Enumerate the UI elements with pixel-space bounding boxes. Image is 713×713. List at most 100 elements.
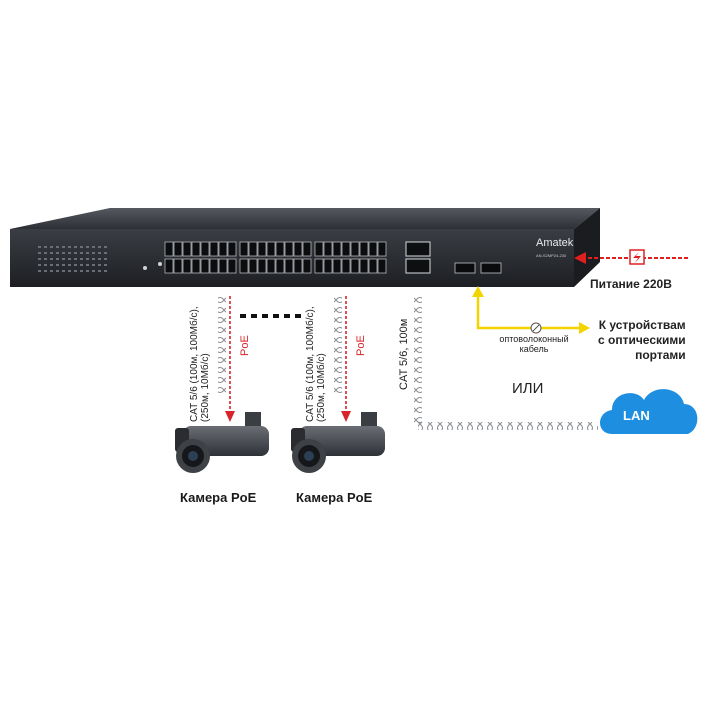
led-indicator	[56, 264, 59, 266]
power-label: Питание 220В	[590, 277, 672, 291]
rj45-port	[218, 241, 228, 257]
rj45-port	[377, 241, 387, 257]
led-indicator	[38, 270, 41, 272]
led-indicator	[86, 252, 89, 254]
poe-switch: Amatek AN-S2MP24-230	[10, 208, 600, 287]
rj45-port	[173, 258, 183, 274]
fiber-link	[472, 286, 590, 334]
led-indicator	[80, 270, 83, 272]
uplink-port-1	[405, 241, 431, 257]
cam2-cable-spec-line1: CAT 5/6 (100м, 100Мб/с),	[305, 306, 316, 422]
led-indicator	[86, 270, 89, 272]
rj45-port	[275, 258, 285, 274]
fiber-cable-label: оптоволоконный кабель	[493, 334, 575, 354]
sfp-port-2	[480, 262, 502, 274]
cam1-cable-spec: CAT 5/6 (100м, 100Мб/с), (250м, 10Мб/с)	[189, 306, 211, 422]
rj45-port	[200, 241, 210, 257]
led-indicator	[74, 264, 77, 266]
rj45-port	[257, 241, 267, 257]
optical-devices-line2: с оптическими	[598, 333, 686, 347]
led-indicator	[98, 258, 101, 260]
led-indicator	[50, 270, 53, 272]
rj45-port	[182, 241, 192, 257]
led-indicator	[98, 270, 101, 272]
poe-label-2: PoE	[355, 335, 367, 356]
led-indicator	[44, 270, 47, 272]
rj45-port	[266, 258, 276, 274]
led-indicator	[104, 252, 107, 254]
led-indicator	[104, 270, 107, 272]
fiber-cable-label-line2: кабель	[519, 344, 549, 354]
rj45-port	[284, 241, 294, 257]
rj45-port	[302, 258, 312, 274]
led-indicator	[56, 246, 59, 248]
lan-label: LAN	[623, 408, 650, 423]
rj45-port	[350, 241, 360, 257]
rj45-port	[227, 241, 237, 257]
rj45-port	[173, 241, 183, 257]
cam1-cable-spec-line2: (250м, 10Мб/с)	[200, 353, 211, 422]
led-indicator	[38, 264, 41, 266]
rj45-port	[323, 258, 333, 274]
led-indicator	[62, 264, 65, 266]
led-indicator	[98, 264, 101, 266]
rj45-port	[332, 241, 342, 257]
rj45-port	[359, 241, 369, 257]
led-indicator	[92, 258, 95, 260]
led-indicator	[104, 264, 107, 266]
brand-logo: Amatek	[536, 237, 574, 249]
cable-cam1	[218, 294, 226, 394]
led-indicator	[98, 252, 101, 254]
led-indicator	[62, 252, 65, 254]
rj45-port	[359, 258, 369, 274]
led-indicator	[68, 258, 71, 260]
uplink-cable-vertical	[414, 294, 422, 424]
rj45-port	[368, 241, 378, 257]
led-indicator	[104, 246, 107, 248]
uplink-cable-spec: CAT 5/6, 100м	[398, 318, 410, 390]
led-indicator	[62, 258, 65, 260]
led-indicator	[62, 246, 65, 248]
or-label: ИЛИ	[512, 380, 544, 397]
led-indicator	[98, 246, 101, 248]
led-indicator	[92, 252, 95, 254]
rj45-port	[293, 241, 303, 257]
led-indicator	[80, 252, 83, 254]
led-indicator	[86, 258, 89, 260]
lightning-bolt	[633, 252, 641, 263]
optical-devices-label: К устройствам с оптическими портами	[598, 318, 686, 363]
led-indicator	[38, 246, 41, 248]
rj45-port	[266, 241, 276, 257]
cam2-cable-spec-line2: (250м, 10Мб/с)	[316, 353, 327, 422]
led-indicator	[92, 264, 95, 266]
mode-button	[158, 262, 162, 266]
led-indicator	[50, 258, 53, 260]
led-indicator-matrix	[38, 246, 107, 272]
rj45-port	[209, 258, 219, 274]
cloud-icon: LAN	[600, 389, 698, 434]
rj45-port	[314, 241, 324, 257]
rj45-port	[377, 258, 387, 274]
rj45-port	[323, 241, 333, 257]
led-indicator	[44, 258, 47, 260]
rj45-port	[257, 258, 267, 274]
camera-2	[291, 412, 385, 473]
led-indicator	[44, 264, 47, 266]
cam1-cable-spec-line1: CAT 5/6 (100м, 100Мб/с),	[189, 306, 200, 422]
led-indicator	[38, 252, 41, 254]
camera-1-label: Камера PoE	[180, 490, 257, 505]
camera-cables	[218, 294, 351, 422]
led-indicator	[56, 270, 59, 272]
switch-top-panel	[10, 208, 600, 229]
switch-side-panel	[574, 208, 600, 287]
rj45-port	[248, 258, 258, 274]
led-indicator	[38, 258, 41, 260]
led-indicator	[56, 252, 59, 254]
rj45-port	[164, 258, 174, 274]
poe-arrow-1	[225, 411, 235, 422]
rj45-port	[314, 258, 324, 274]
rj45-port	[200, 258, 210, 274]
led-indicator	[74, 252, 77, 254]
rj45-port	[350, 258, 360, 274]
